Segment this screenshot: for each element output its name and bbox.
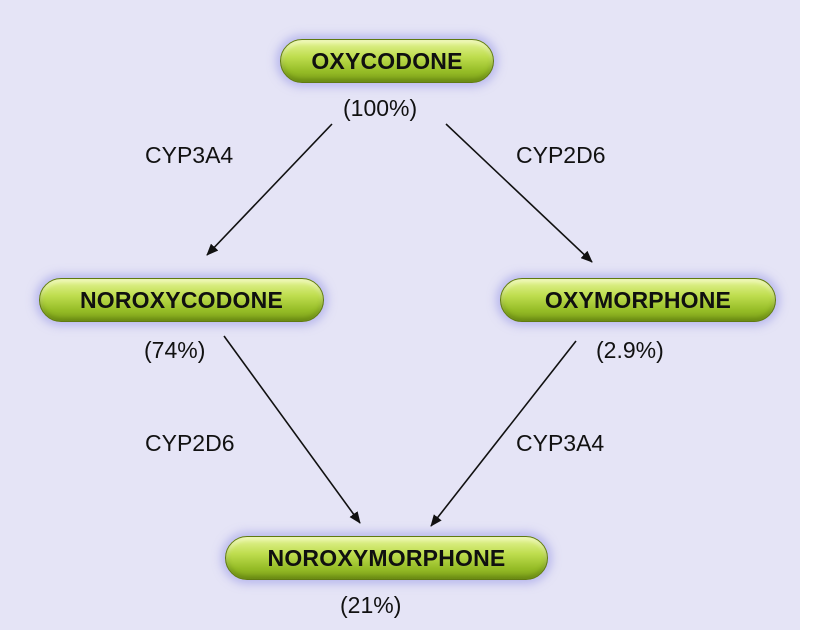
percent-noroxycodone: (74%) [144,337,206,363]
node-oxycodone: OXYCODONE [280,39,494,83]
arrow-oxycodone-to-oxymorphone [445,123,593,263]
arrow-oxycodone-to-noroxycodone [206,123,333,256]
percent-oxymorphone: (2.9%) [596,337,664,363]
enzyme-label-noroxycodone-to-noroxymorphone: CYP2D6 [145,430,235,456]
percent-oxycodone: (100%) [343,95,418,121]
arrow-noroxycodone-to-noroxymorphone [223,335,361,524]
node-oxymorphone: OXYMORPHONE [500,278,776,322]
enzyme-label-oxymorphone-to-noroxymorphone: CYP3A4 [516,430,605,456]
percent-noroxymorphone: (21%) [340,592,402,618]
arrows-layer [206,123,593,527]
node-noroxymorphone: NOROXYMORPHONE [225,536,548,580]
enzyme-label-oxycodone-to-noroxycodone: CYP3A4 [145,142,234,168]
node-noroxycodone: NOROXYCODONE [39,278,324,322]
diagram-canvas: OXYCODONE (100%) CYP3A4 CYP2D6 NOROXYCOD… [0,0,800,630]
arrow-oxymorphone-to-noroxymorphone [430,340,577,527]
enzyme-label-oxycodone-to-oxymorphone: CYP2D6 [516,142,606,168]
